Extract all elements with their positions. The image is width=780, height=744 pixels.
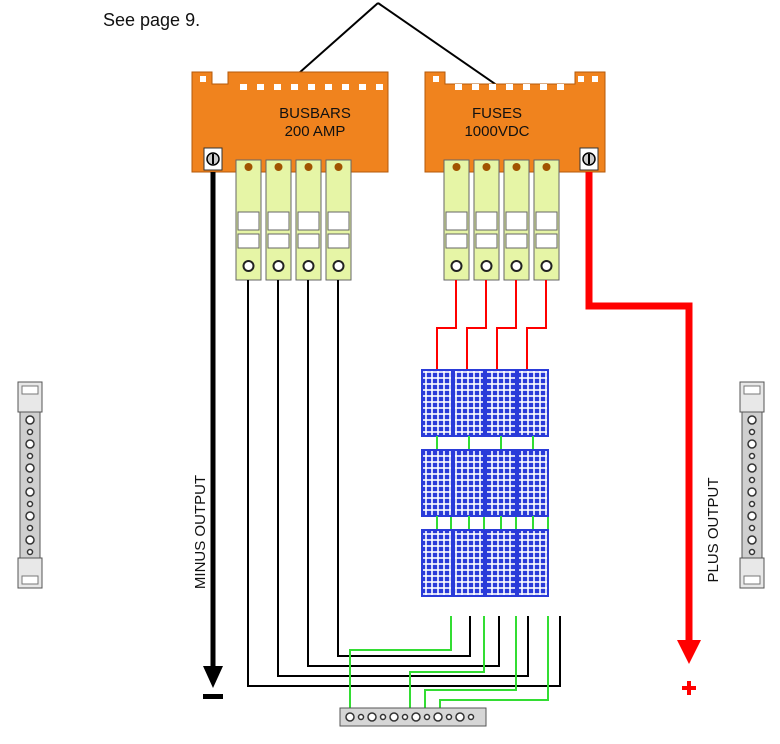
solar-panel-icon (517, 449, 549, 517)
ground-busbar (339, 707, 487, 727)
side-busbar-left (17, 381, 43, 589)
solar-panel-icon (421, 449, 453, 517)
minus-output-label: MINUS OUTPUT (192, 475, 209, 589)
solar-string-1 (421, 369, 453, 597)
solar-string-4 (517, 369, 549, 597)
busbar-modules (235, 159, 352, 281)
side-busbar-right (739, 381, 765, 589)
busbar-rating: 200 AMP (285, 123, 346, 140)
busbar-module-3 (295, 159, 322, 281)
fuse-modules (443, 159, 560, 281)
fuse-module-2 (473, 159, 500, 281)
solar-panel-icon (517, 529, 549, 597)
solar-panel-icon (485, 369, 517, 437)
minus-symbol-icon (203, 694, 223, 699)
solar-panel-icon (421, 529, 453, 597)
positive-string-wires (436, 280, 547, 370)
solar-panel-icon (421, 369, 453, 437)
solar-string-2 (453, 369, 485, 597)
plus-symbol-icon (682, 681, 696, 695)
busbar-module-2 (265, 159, 292, 281)
solar-panel-icon (453, 449, 485, 517)
minus-output-cable (203, 172, 223, 699)
solar-panel-icon (485, 529, 517, 597)
solar-string-3 (485, 369, 517, 597)
fuse-title: FUSES (472, 105, 522, 122)
busbar-module-4 (325, 159, 352, 281)
fuse-module-4 (533, 159, 560, 281)
solar-panel-icon (517, 369, 549, 437)
page-reference-note: See page 9. (103, 10, 200, 30)
fuse-module-3 (503, 159, 530, 281)
busbar-title: BUSBARS (279, 105, 351, 122)
busbar-housing: BUSBARS 200 AMP (191, 71, 389, 173)
negative-string-wires (247, 280, 561, 687)
fuse-housing: FUSES 1000VDC (424, 71, 606, 173)
fuse-module-1 (443, 159, 470, 281)
solar-panel-strings (421, 369, 549, 597)
fuse-rating: 1000VDC (464, 123, 529, 140)
plus-output-label: PLUS OUTPUT (705, 477, 722, 582)
solar-panel-icon (453, 529, 485, 597)
plus-output-cable (585, 172, 701, 695)
solar-panel-icon (453, 369, 485, 437)
busbar-module-1 (235, 159, 262, 281)
solar-panel-icon (485, 449, 517, 517)
